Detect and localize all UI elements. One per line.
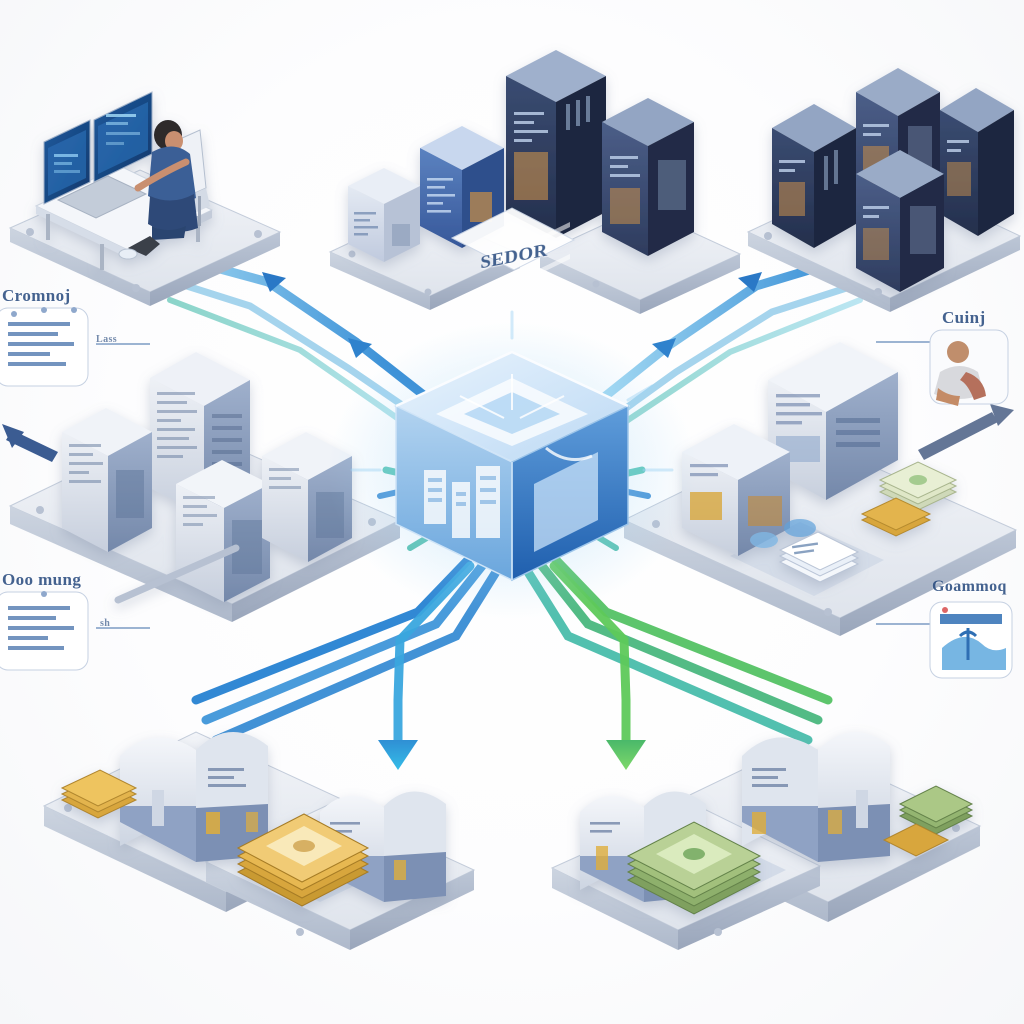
operator-workstation bbox=[34, 91, 214, 270]
callout-label-bottom-left: Ooo mung bbox=[2, 570, 82, 589]
branch-cash-stack bbox=[860, 461, 958, 537]
right-rack-3 bbox=[940, 88, 1014, 236]
arrow-left-mid bbox=[2, 424, 58, 462]
arrow-right-mid bbox=[918, 404, 1014, 460]
vault-cluster-bottom-left bbox=[60, 731, 446, 907]
cash-stack-gold-side bbox=[60, 769, 138, 819]
monitor-left bbox=[43, 119, 91, 205]
center-platform-label-panel bbox=[450, 207, 576, 271]
callout-sublabel-bottom-left: sh bbox=[100, 618, 111, 629]
cash-stack-gold-main bbox=[236, 813, 370, 907]
callout-cards-layer bbox=[0, 307, 1013, 679]
right-rack-1 bbox=[772, 104, 856, 248]
branch-small-items bbox=[750, 519, 816, 548]
server-rack-4 bbox=[602, 98, 694, 256]
browser-callout-bottom-right[interactable] bbox=[929, 601, 1013, 679]
document-callout-top-left[interactable] bbox=[0, 307, 89, 387]
document-callout-bottom-left[interactable] bbox=[0, 591, 89, 671]
person-callout-top-right[interactable] bbox=[929, 329, 1009, 406]
arrow-down-left bbox=[378, 740, 418, 770]
keyboard bbox=[56, 175, 148, 219]
callout-label-bottom-right: Goammoq bbox=[932, 578, 1007, 595]
cash-stack-green-main bbox=[626, 821, 762, 915]
building-center-front bbox=[176, 460, 270, 602]
browser-window-icon bbox=[942, 628, 1006, 670]
side-arrows-layer bbox=[2, 404, 1014, 462]
server-rack-cluster-right bbox=[772, 68, 1014, 292]
seated-analyst bbox=[128, 120, 198, 256]
callout-label-top-right: Cuinj bbox=[942, 308, 986, 327]
right-rack-4 bbox=[856, 150, 944, 292]
server-rack-1 bbox=[348, 168, 420, 262]
branch-documents bbox=[778, 531, 860, 583]
monitor-right bbox=[93, 91, 153, 183]
vault-cluster-bottom-right bbox=[580, 731, 974, 915]
vault-right-b bbox=[742, 731, 890, 862]
office-building-cluster-left bbox=[62, 352, 352, 604]
arrow-down-right bbox=[606, 740, 646, 770]
data-hub-cube bbox=[327, 221, 697, 620]
server-rack-3 bbox=[506, 50, 606, 238]
building-left bbox=[62, 408, 152, 552]
callout-label-top-left: Cromnoj bbox=[2, 286, 71, 305]
callout-sublabel-top-left: Lass bbox=[96, 334, 118, 345]
building-right bbox=[262, 432, 352, 562]
cash-stack-green-side bbox=[882, 785, 974, 857]
vault-left-a bbox=[120, 731, 268, 862]
person-figure-icon bbox=[934, 341, 986, 406]
callout-connectors bbox=[96, 341, 930, 629]
bank-branch-cluster-right bbox=[682, 342, 958, 583]
